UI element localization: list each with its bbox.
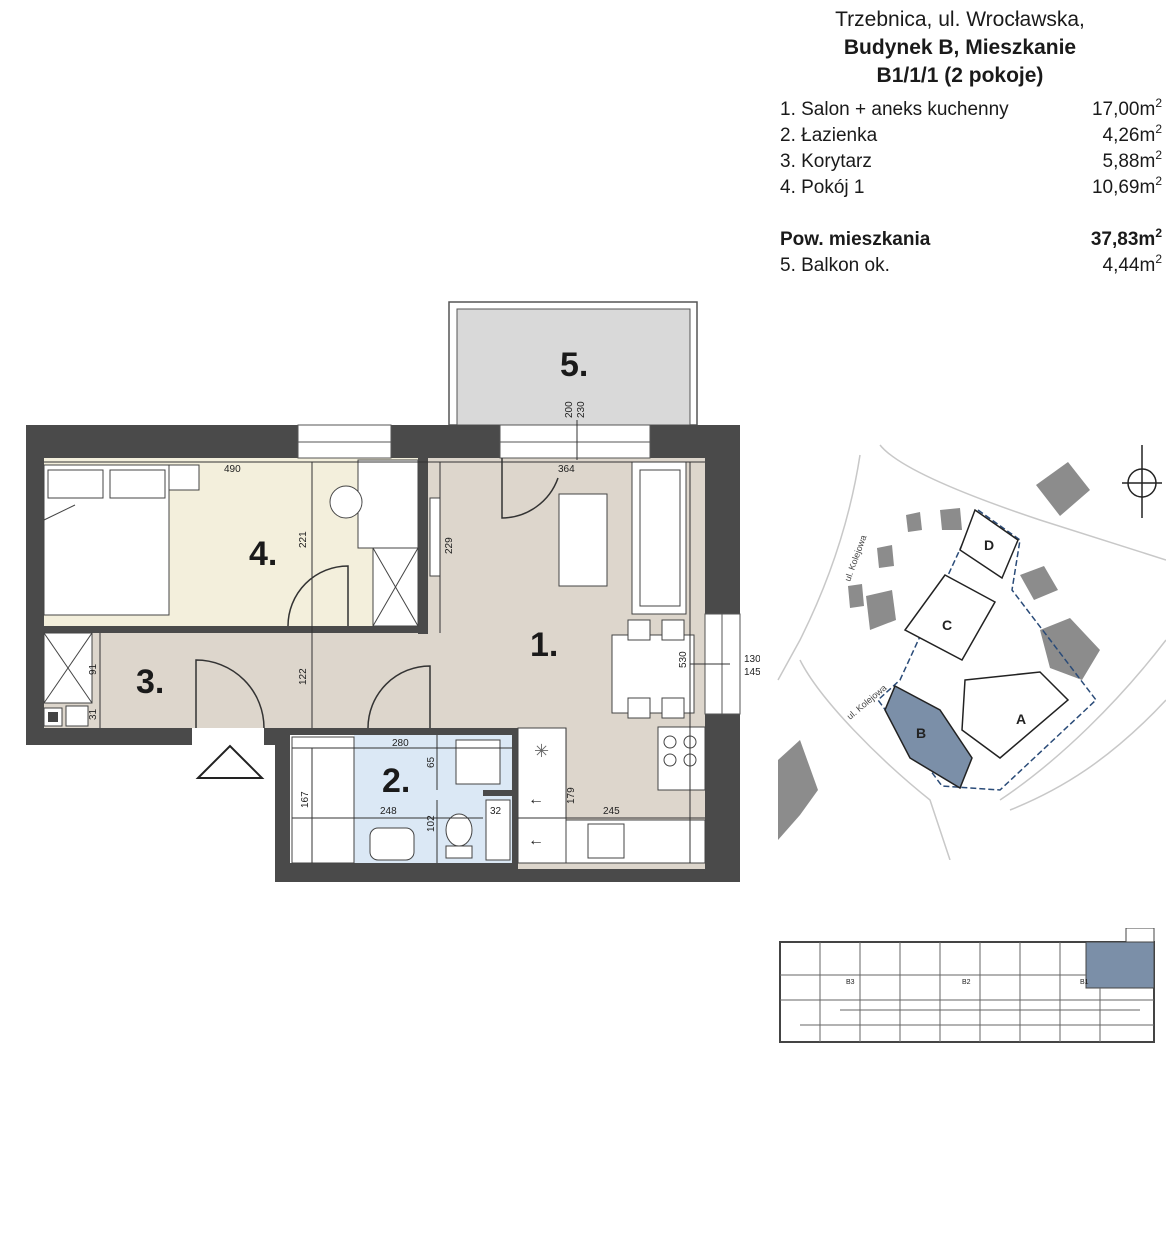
total-label: Pow. mieszkania bbox=[780, 229, 931, 250]
balcony-area: 4,44m2 bbox=[1102, 252, 1163, 276]
area-table: 1. Salon + aneks kuchenny 17,00m2 2. Łaz… bbox=[780, 97, 1162, 279]
room-number-1: 1. bbox=[530, 626, 558, 664]
dim-122: 122 bbox=[298, 668, 309, 685]
toilet bbox=[445, 813, 473, 847]
corridor-floor-2 bbox=[428, 633, 608, 728]
dim-280: 280 bbox=[392, 738, 409, 749]
dim-31: 31 bbox=[88, 708, 99, 720]
room-label: 3. Korytarz bbox=[780, 151, 872, 172]
unit-line: B1/1/1 (2 pokoje) bbox=[876, 64, 1044, 87]
building-label-b: B bbox=[916, 725, 926, 741]
building-b-highlight bbox=[884, 684, 973, 790]
dimension-labels: 490 364 221 229 122 91 31 280 65 167 248… bbox=[88, 401, 760, 832]
stove bbox=[657, 726, 706, 791]
wall bbox=[264, 728, 360, 735]
bathtub bbox=[291, 736, 355, 864]
wall bbox=[290, 863, 518, 869]
entrance-arrow-icon bbox=[195, 744, 265, 779]
svg-text:←: ← bbox=[528, 832, 544, 849]
coffee-table bbox=[558, 493, 608, 587]
dimension-lines bbox=[44, 420, 730, 863]
room-area: 4,26m2 bbox=[1102, 122, 1163, 146]
desk bbox=[357, 459, 419, 549]
dim-91: 91 bbox=[88, 663, 99, 675]
room-area: 17,00m2 bbox=[1091, 96, 1162, 120]
room-area: 10,69m2 bbox=[1091, 174, 1162, 198]
room-label: 1. Salon + aneks kuchenny bbox=[780, 99, 1009, 120]
apartment-header: Trzebnica, ul. Wrocławska, Budynek B, Mi… bbox=[770, 6, 1150, 90]
wall bbox=[483, 790, 512, 796]
compass-icon bbox=[1122, 445, 1162, 518]
building-label-a: A bbox=[1016, 711, 1026, 727]
dim-102: 102 bbox=[426, 815, 437, 832]
washbasin bbox=[369, 827, 415, 861]
dim-179: 179 bbox=[566, 787, 577, 804]
room-number-5: 5. bbox=[560, 346, 588, 384]
dim-245: 245 bbox=[603, 806, 620, 817]
stair-label-b3: B3 bbox=[846, 979, 855, 986]
dim-364: 364 bbox=[558, 464, 575, 475]
svg-text:✳: ✳ bbox=[534, 741, 549, 761]
balcony-floor bbox=[456, 308, 691, 426]
total-area-row: Pow. mieszkania 37,83m2 bbox=[780, 227, 1162, 253]
tv-unit bbox=[429, 497, 441, 577]
apartment-highlight bbox=[1085, 941, 1155, 989]
street-label: ul. Kolejowa bbox=[845, 683, 889, 722]
apartment-floor-plan: ✳ ← ← 490 364 221 229 122 91 31 280 65 bbox=[26, 301, 760, 882]
room-area: 5,88m2 bbox=[1102, 148, 1163, 172]
door-swing bbox=[287, 565, 349, 627]
dim-230: 230 bbox=[576, 401, 587, 418]
area-row: 3. Korytarz 5,88m2 bbox=[780, 149, 1162, 175]
stair-label-b2: B2 bbox=[962, 979, 971, 986]
dim-167: 167 bbox=[300, 791, 311, 808]
street-label: ul. Kolejowa bbox=[842, 534, 868, 583]
svg-text:←: ← bbox=[528, 791, 544, 808]
building-label-d: D bbox=[984, 537, 994, 553]
chair bbox=[329, 485, 363, 519]
area-row: 1. Salon + aneks kuchenny 17,00m2 bbox=[780, 97, 1162, 123]
dim-221: 221 bbox=[298, 531, 309, 548]
site-plan: B C D A ul. Kolejowa ul. Kolejowa bbox=[777, 444, 1166, 860]
building-line: Budynek B, Mieszkanie bbox=[843, 36, 1077, 59]
wall bbox=[352, 626, 428, 633]
dim-229: 229 bbox=[444, 537, 455, 554]
door-swing bbox=[501, 458, 559, 519]
door-swing bbox=[195, 659, 265, 729]
room-number-4: 4. bbox=[249, 535, 277, 573]
dim-32: 32 bbox=[490, 806, 502, 817]
wall bbox=[44, 626, 286, 633]
dim-65: 65 bbox=[426, 756, 437, 768]
wall bbox=[430, 728, 520, 735]
dim-490: 490 bbox=[224, 464, 241, 475]
door-swing bbox=[367, 665, 431, 729]
entrance-opening bbox=[192, 728, 264, 745]
floor-key-plan: B3 B2 B1 bbox=[779, 928, 1155, 1043]
area-row: 4. Pokój 1 10,69m2 bbox=[780, 175, 1162, 201]
building-label-c: C bbox=[942, 617, 952, 633]
area-row: 2. Łazienka 4,26m2 bbox=[780, 123, 1162, 149]
room-number-3: 3. bbox=[136, 663, 164, 701]
dim-530: 530 bbox=[678, 651, 689, 668]
wall bbox=[418, 458, 428, 634]
address: Trzebnica, ul. Wrocławska, bbox=[835, 8, 1085, 31]
dim-248: 248 bbox=[380, 806, 397, 817]
washer bbox=[455, 739, 501, 785]
wall bbox=[512, 728, 518, 868]
balcony-label: 5. Balkon ok. bbox=[780, 255, 890, 276]
dim-130: 130 bbox=[744, 654, 760, 665]
balcony-row: 5. Balkon ok. 4,44m2 bbox=[780, 253, 1162, 279]
room-number-2: 2. bbox=[382, 762, 410, 800]
total-area: 37,83m2 bbox=[1090, 226, 1162, 250]
dim-200: 200 bbox=[564, 401, 575, 418]
dim-145: 145 bbox=[744, 667, 760, 678]
room-label: 2. Łazienka bbox=[780, 125, 878, 146]
room-label: 4. Pokój 1 bbox=[780, 177, 865, 198]
development-boundary bbox=[876, 508, 1098, 791]
corridor-floor bbox=[44, 633, 464, 728]
kitchen-counter bbox=[517, 727, 567, 864]
sink-counter bbox=[565, 819, 706, 864]
stair-label-b1: B1 bbox=[1080, 979, 1089, 986]
